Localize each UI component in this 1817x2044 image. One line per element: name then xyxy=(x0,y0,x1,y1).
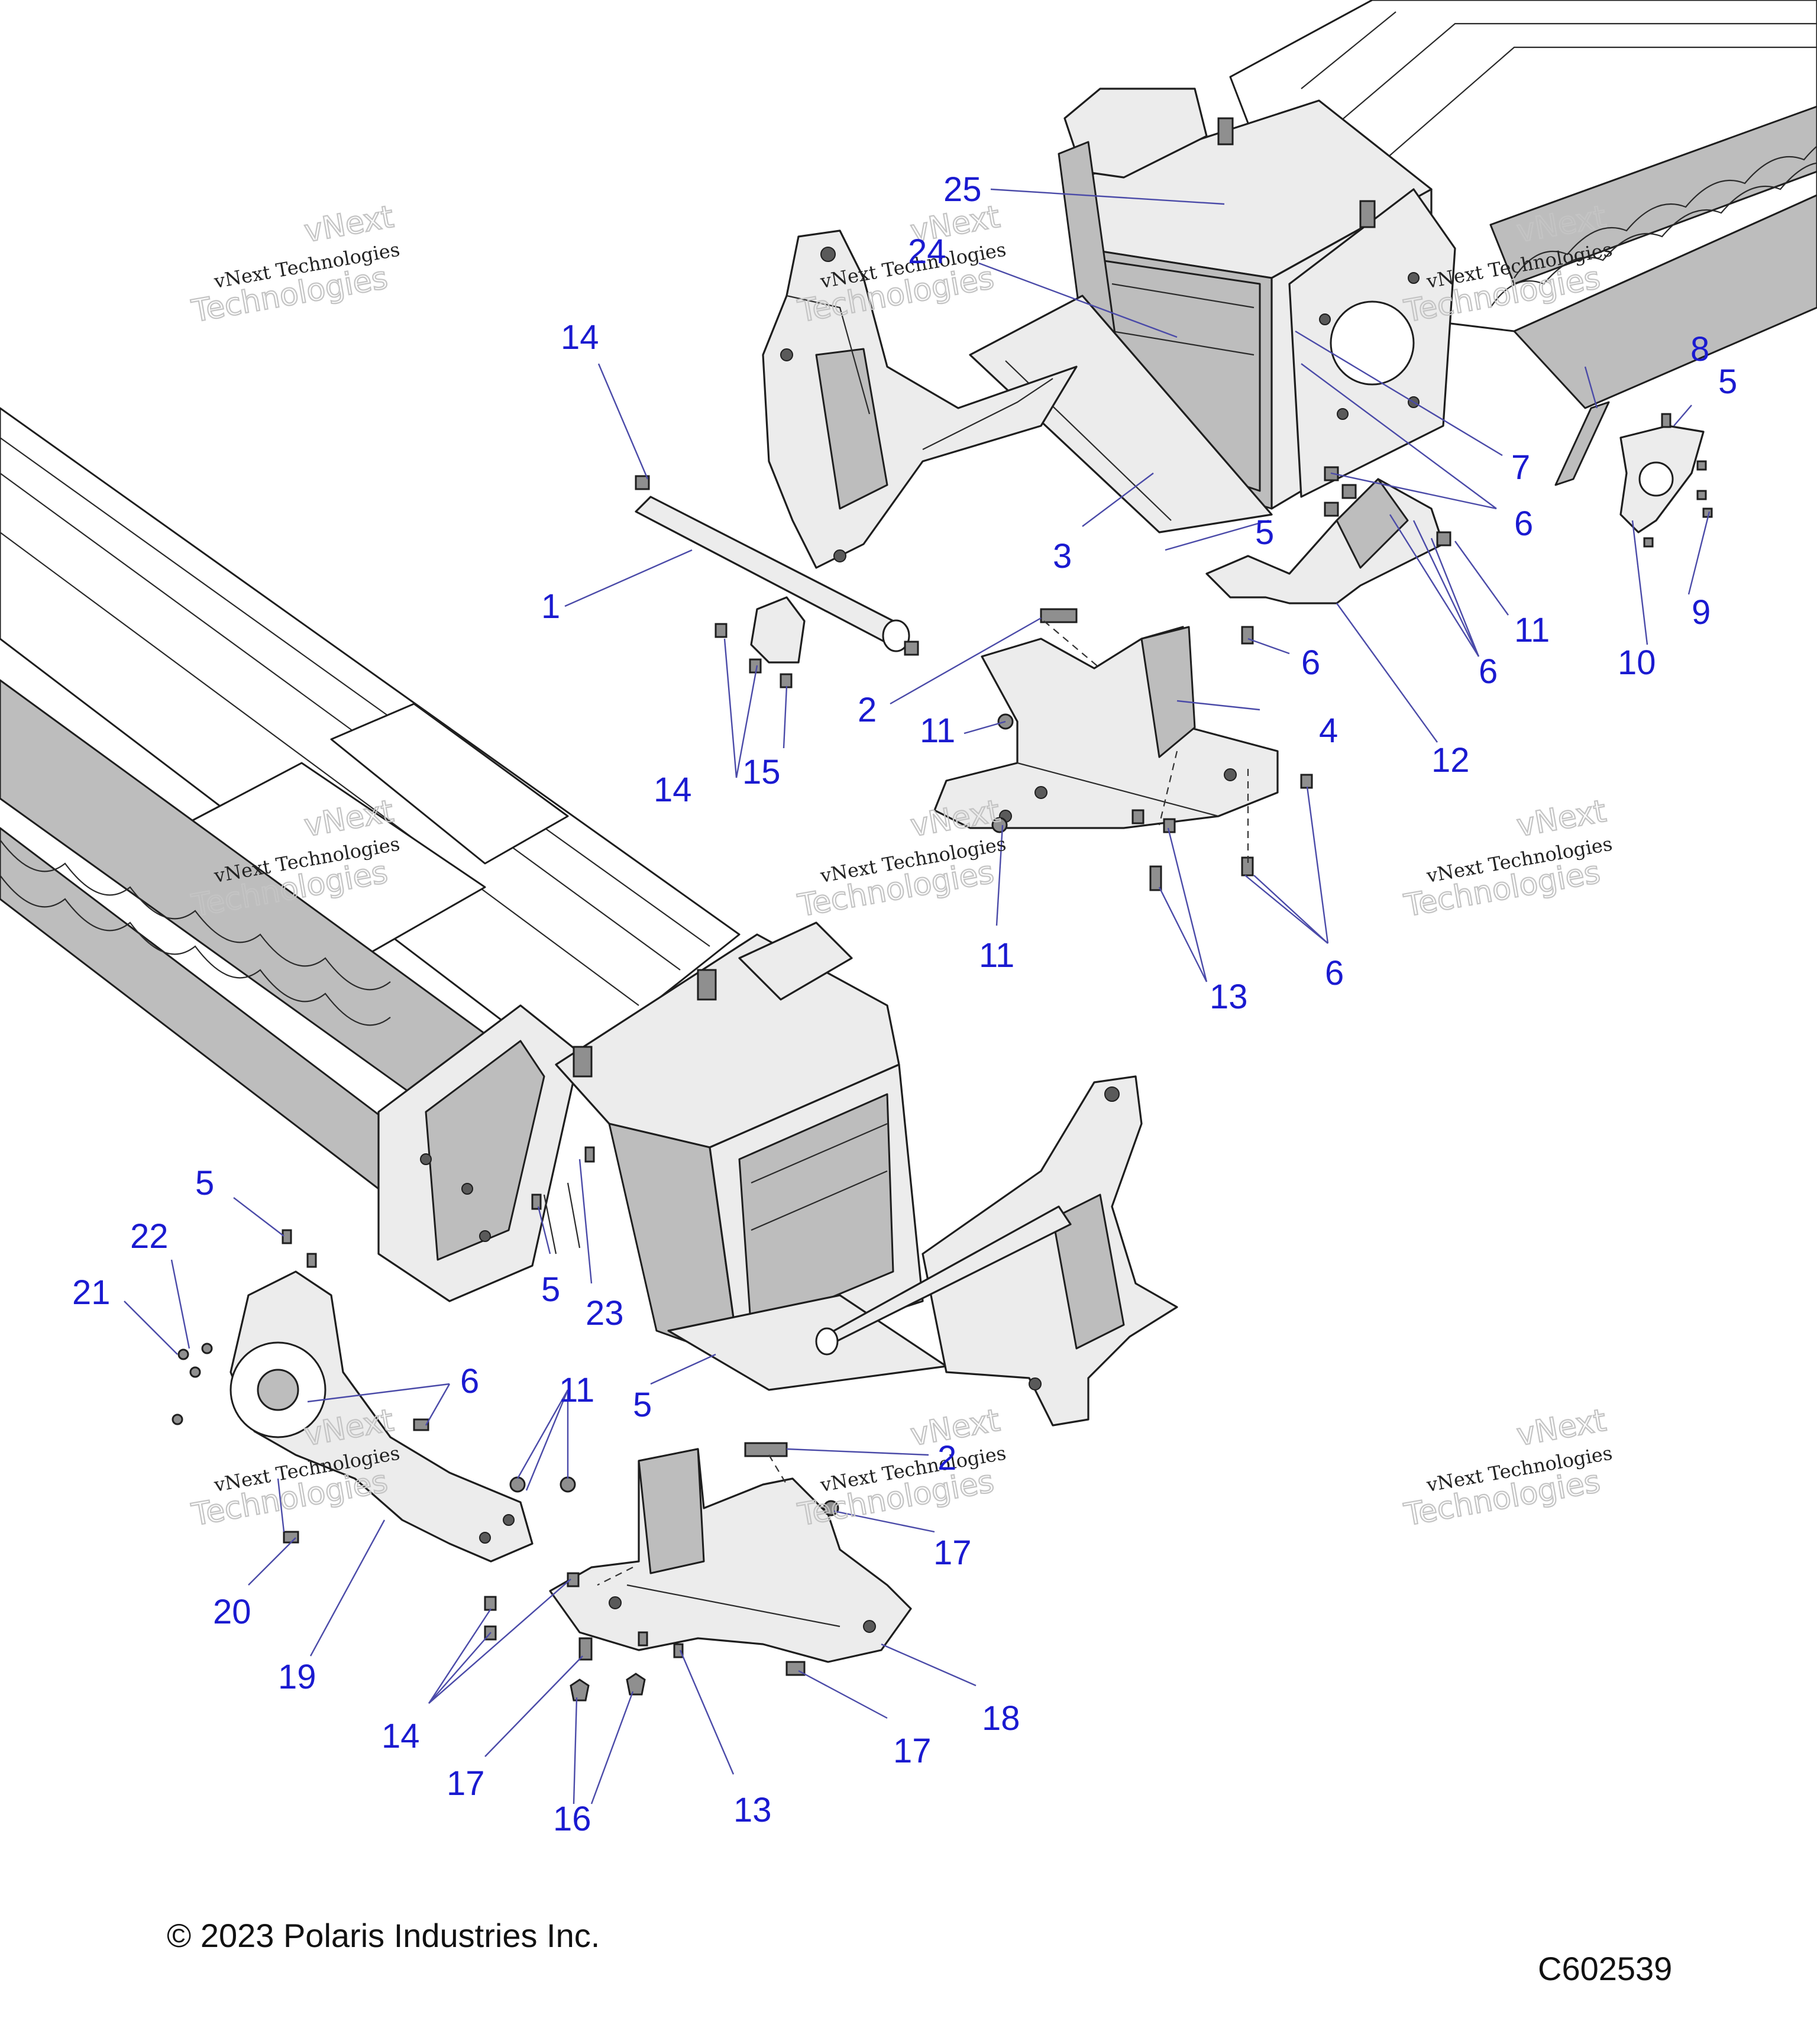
figure-id: C602539 xyxy=(1538,1950,1673,1987)
part-10-side-plate xyxy=(1619,413,1713,548)
callout-labels: 25 24 14 8 5 7 6 5 3 1 9 11 6 10 6 2 11 … xyxy=(72,170,1737,1838)
callout-6-upper-small: 6 xyxy=(1301,643,1320,682)
watermark-8: vNext Technologies vNext Technologies xyxy=(794,1402,1007,1534)
part-12-upper-rear-arm xyxy=(1205,466,1451,645)
callout-11-upper-low: 11 xyxy=(979,936,1014,975)
callout-14-mid: 14 xyxy=(654,771,692,809)
callout-2-lower: 2 xyxy=(937,1439,956,1477)
callout-16: 16 xyxy=(553,1800,591,1838)
callout-12: 12 xyxy=(1431,741,1470,780)
callout-13-lower: 13 xyxy=(733,1791,772,1829)
callout-23: 23 xyxy=(586,1294,624,1333)
callout-9: 9 xyxy=(1692,593,1711,632)
callout-20: 20 xyxy=(213,1593,251,1631)
part-15-bracket xyxy=(714,596,806,688)
callout-8: 8 xyxy=(1690,330,1709,368)
callout-4: 4 xyxy=(1319,711,1338,750)
callout-10: 10 xyxy=(1618,643,1656,682)
part-1-cross-tube xyxy=(635,475,919,656)
callout-17-left: 17 xyxy=(447,1764,485,1803)
watermark-9: vNext Technologies vNext Technologies xyxy=(1401,1402,1614,1534)
callout-25: 25 xyxy=(943,170,982,209)
callout-5-left: 5 xyxy=(195,1164,214,1202)
callout-22: 22 xyxy=(130,1217,169,1256)
callout-5-top-right: 5 xyxy=(1718,363,1737,401)
callout-3: 3 xyxy=(1053,537,1072,575)
part-4-upper-mount xyxy=(933,608,1313,891)
callout-19: 19 xyxy=(278,1658,316,1696)
upper-tunnel-assembly xyxy=(969,0,1817,533)
callout-14-lower: 14 xyxy=(381,1717,420,1755)
callout-6-lower: 6 xyxy=(460,1362,479,1401)
callout-17-right-upper: 17 xyxy=(933,1534,972,1572)
callout-5-lower-mid: 5 xyxy=(541,1270,560,1309)
callout-21: 21 xyxy=(72,1273,111,1312)
callout-5-lower-frame: 5 xyxy=(633,1386,652,1424)
copyright-notice: © 2023 Polaris Industries Inc. xyxy=(167,1917,600,1954)
callout-6-right-upper: 6 xyxy=(1514,504,1533,543)
part-19-lower-casting xyxy=(172,1229,534,1563)
callout-11-right: 11 xyxy=(1514,611,1550,649)
callout-24: 24 xyxy=(908,232,946,271)
callout-2-top: 2 xyxy=(858,691,877,729)
callout-11-lower: 11 xyxy=(559,1371,594,1409)
watermark-1: vNext Technologies vNext Technologies xyxy=(188,199,401,331)
callout-1: 1 xyxy=(541,587,560,626)
part-8-strap xyxy=(1554,401,1610,486)
lower-tunnel-assembly xyxy=(0,407,1178,1427)
callout-18: 18 xyxy=(982,1699,1020,1738)
callout-6-arm: 6 xyxy=(1479,652,1498,691)
callout-13-upper: 13 xyxy=(1210,978,1248,1016)
upper-front-frame xyxy=(762,229,1078,569)
callout-5-upper-mid: 5 xyxy=(1255,513,1274,552)
leader-lines xyxy=(124,188,1711,1804)
callout-7: 7 xyxy=(1511,448,1530,487)
callout-15: 15 xyxy=(742,753,781,791)
callout-6-mount: 6 xyxy=(1325,954,1344,992)
watermark-5: vNext Technologies vNext Technologies xyxy=(794,793,1007,925)
watermark-6: vNext Technologies vNext Technologies xyxy=(1401,793,1614,925)
callout-17-right-lower: 17 xyxy=(893,1732,932,1770)
part-18-lower-mount xyxy=(484,1442,912,1702)
callout-14-top: 14 xyxy=(561,318,599,357)
callout-11-upper-mid: 11 xyxy=(920,711,955,750)
